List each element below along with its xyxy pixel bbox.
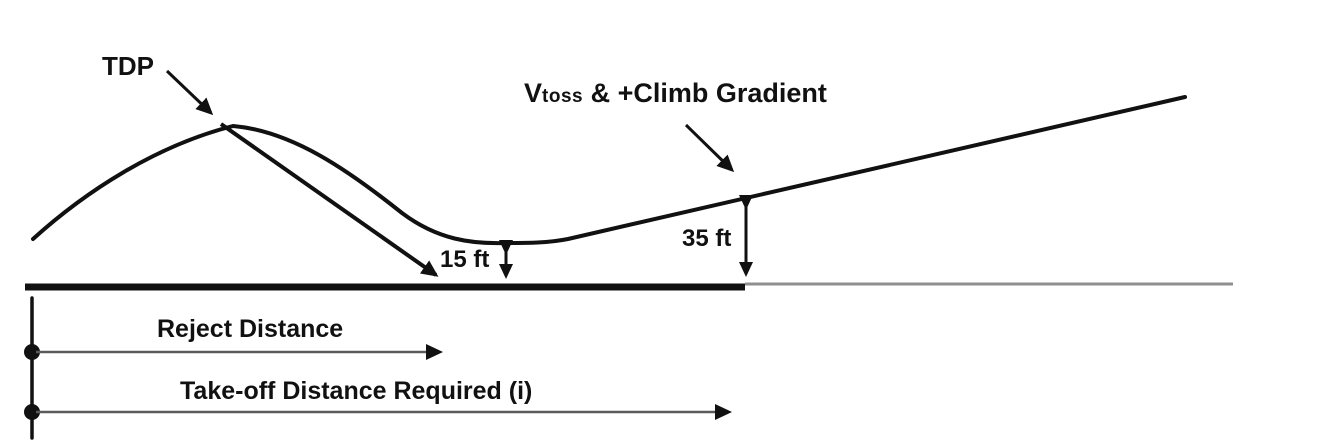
tdp-pointer-arrow — [165, 69, 214, 116]
tdp-label: TDP — [102, 51, 154, 81]
reject-start-dot — [24, 344, 40, 360]
vtoss-subscript-text: toss — [542, 86, 584, 107]
reject-distance-label: Reject Distance — [157, 315, 344, 343]
vtoss-suffix-text: & +Climb Gradient — [583, 78, 827, 108]
height-35ft-label: 35 ft — [682, 225, 732, 252]
flight-path-curve — [31, 95, 1187, 246]
vtoss-main-text: V — [524, 78, 543, 108]
vtoss-climb-gradient-label: Vtoss & +Climb Gradient — [524, 79, 827, 107]
takeoff-distance-label: Take-off Distance Required (i) — [180, 377, 533, 405]
takeoff-start-dot — [24, 404, 40, 420]
height-15ft-label: 15 ft — [440, 246, 490, 273]
reject-flight-line — [219, 122, 439, 277]
vtoss-pointer-arrow — [684, 123, 735, 173]
